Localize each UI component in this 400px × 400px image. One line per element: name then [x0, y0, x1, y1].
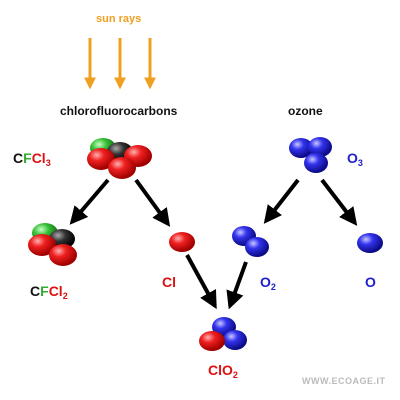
- oxygen-atom: [304, 153, 328, 173]
- oxygen-atom: [245, 237, 269, 257]
- cl-formula: Cl: [162, 274, 176, 290]
- cfcl2-molecule: [28, 223, 77, 266]
- arrow-cfcl3-to-cl: [134, 178, 171, 227]
- arrow-ozone-to-o2: [263, 178, 300, 224]
- clo2-formula: ClO2: [208, 362, 238, 380]
- cfc-title: chlorofluorocarbons: [60, 104, 178, 118]
- o2-molecule: [232, 226, 269, 257]
- chlorine-atom: [199, 331, 225, 351]
- arrow-cl-to-clo2: [185, 254, 217, 310]
- carbon-symbol: C: [30, 283, 41, 299]
- chlorine-atom: [49, 244, 77, 266]
- o-atom: [357, 233, 383, 253]
- oxygen-atom: [223, 330, 247, 350]
- chlorine-atom: [169, 232, 195, 252]
- cfcl2-formula: CFCl2: [30, 283, 68, 301]
- oxygen-symbol: O: [347, 150, 358, 166]
- cfcl3-molecule: [87, 138, 152, 179]
- fluorine-symbol: F: [23, 150, 32, 166]
- o-formula: O: [365, 274, 376, 290]
- chlorine-atom: [108, 157, 136, 179]
- cfcl3-formula: CFCl3: [13, 150, 51, 168]
- o2-formula: O2: [260, 274, 276, 292]
- chlorine-subscript: 3: [45, 158, 51, 168]
- chlorine-subscript: 2: [62, 291, 68, 301]
- o3-formula: O3: [347, 150, 363, 168]
- arrow-cfcl3-to-cfcl2: [69, 178, 110, 225]
- chlorine-atom: [28, 234, 56, 256]
- chlorine-symbol: Cl: [31, 150, 46, 166]
- reaction-arrows: [69, 178, 358, 310]
- chlorine-symbol: Cl: [48, 283, 63, 299]
- oxygen-subscript: 2: [270, 282, 276, 292]
- sun-rays: [84, 38, 156, 90]
- oxygen-atom: [308, 137, 332, 157]
- oxygen-symbol: O: [260, 274, 271, 290]
- clo2-molecule: [199, 317, 247, 351]
- oxygen-atom: [357, 233, 383, 253]
- watermark: WWW.ECOAGE.IT: [302, 376, 386, 386]
- arrow-o2-to-clo2: [226, 261, 248, 310]
- oxygen-atom: [289, 138, 313, 158]
- chlorine-atom: [87, 148, 115, 170]
- clo-symbol: ClO: [208, 362, 233, 378]
- oxygen-subscript: 2: [232, 370, 238, 380]
- carbon-symbol: C: [13, 150, 24, 166]
- cl-atom: [169, 232, 195, 252]
- fluorine-symbol: F: [40, 283, 49, 299]
- ozone-molecule: [289, 137, 332, 173]
- oxygen-subscript: 3: [357, 158, 363, 168]
- ozone-title: ozone: [288, 104, 323, 118]
- arrow-ozone-to-o: [320, 178, 358, 226]
- sun-rays-label: sun rays: [96, 13, 142, 25]
